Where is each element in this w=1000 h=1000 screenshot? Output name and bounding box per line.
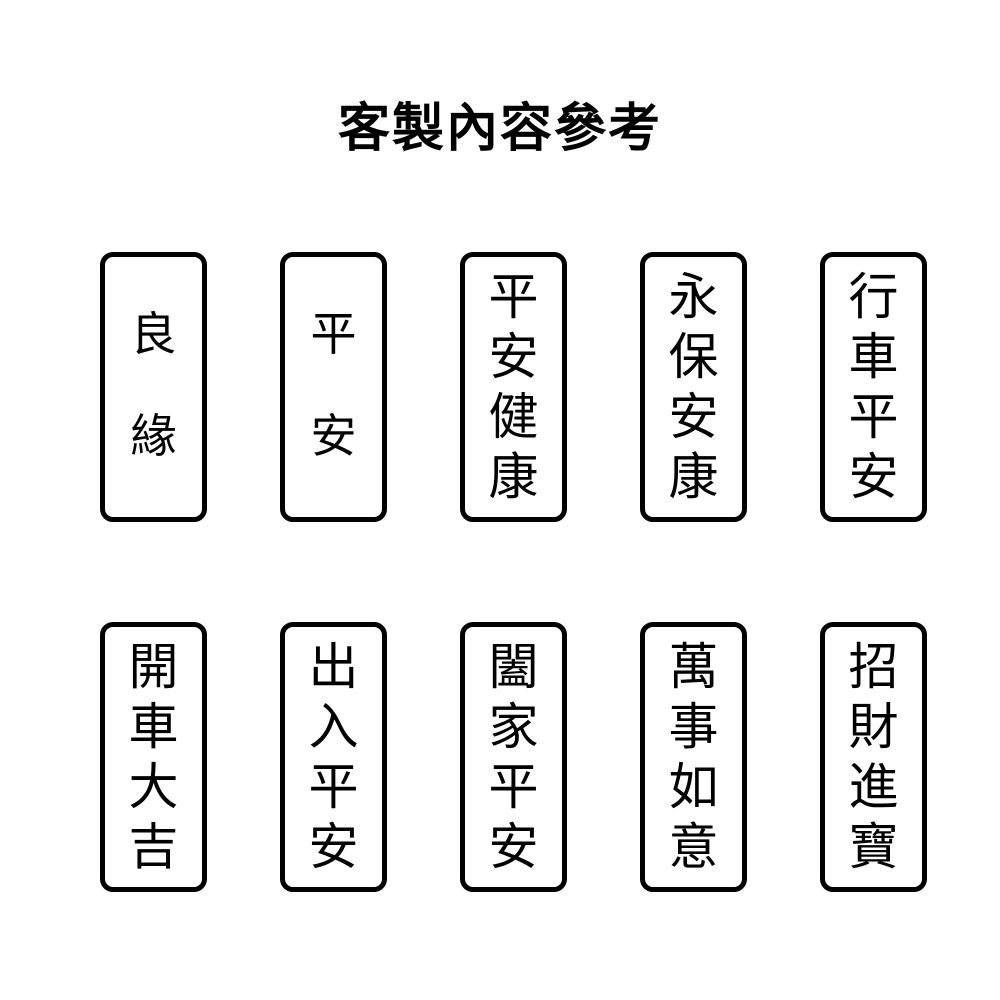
card-slot: 永 保 安 康 — [640, 252, 747, 522]
sample-card-zhao-cai-jin-bao[interactable]: 招 財 進 寶 — [820, 622, 927, 892]
card-char: 入 — [308, 699, 359, 755]
card-char: 家 — [488, 699, 539, 755]
sample-card-chu-ru-ping-an[interactable]: 出 入 平 安 — [280, 622, 387, 892]
sample-card-yong-bao-an-kang[interactable]: 永 保 安 康 — [640, 252, 747, 522]
card-char: 闔 — [488, 639, 539, 695]
card-char: 財 — [848, 699, 899, 755]
sample-card-he-jia-ping-an[interactable]: 闔 家 平 安 — [460, 622, 567, 892]
card-vertical-text: 永 保 安 康 — [645, 271, 742, 503]
card-char: 大 — [128, 759, 179, 815]
card-vertical-text: 闔 家 平 安 — [465, 641, 562, 873]
card-char: 吉 — [128, 819, 179, 875]
card-vertical-text: 出 入 平 安 — [285, 641, 382, 873]
card-char: 良 — [130, 309, 177, 360]
sample-card-liang-yuan[interactable]: 良 緣 — [100, 252, 207, 522]
card-slot: 良 緣 — [100, 252, 207, 522]
card-vertical-text: 萬 事 如 意 — [645, 641, 742, 873]
card-vertical-text: 開 車 大 吉 — [105, 641, 202, 873]
card-vertical-text: 行 車 平 安 — [825, 271, 922, 503]
card-slot: 平 安 健 康 — [460, 252, 567, 522]
card-char: 平 — [308, 759, 359, 815]
card-char: 康 — [488, 449, 539, 505]
card-char: 安 — [848, 449, 899, 505]
card-vertical-text: 平 安 — [285, 279, 382, 495]
sample-card-grid: 良 緣 平 安 平 安 健 — [100, 252, 927, 892]
card-char: 如 — [668, 759, 719, 815]
card-char: 安 — [488, 329, 539, 385]
sample-card-kai-che-da-ji[interactable]: 開 車 大 吉 — [100, 622, 207, 892]
card-slot: 開 車 大 吉 — [100, 622, 207, 892]
page-title: 客製內容參考 — [337, 99, 662, 159]
card-char: 平 — [488, 269, 539, 325]
card-char: 安 — [488, 819, 539, 875]
card-slot: 闔 家 平 安 — [460, 622, 567, 892]
card-char: 安 — [310, 411, 357, 462]
card-vertical-text: 良 緣 — [105, 279, 202, 495]
card-char: 緣 — [130, 411, 177, 462]
sample-card-ping-an-jian-kang[interactable]: 平 安 健 康 — [460, 252, 567, 522]
card-char: 安 — [668, 389, 719, 445]
card-row-1: 良 緣 平 安 平 安 健 — [100, 252, 927, 522]
card-char: 保 — [668, 329, 719, 385]
card-char: 康 — [668, 449, 719, 505]
card-char: 出 — [308, 639, 359, 695]
card-char: 平 — [848, 389, 899, 445]
card-char: 意 — [668, 819, 719, 875]
card-vertical-text: 平 安 健 康 — [465, 271, 562, 503]
card-vertical-text: 招 財 進 寶 — [825, 641, 922, 873]
card-char: 招 — [848, 639, 899, 695]
card-char: 萬 — [668, 639, 719, 695]
card-slot: 萬 事 如 意 — [640, 622, 747, 892]
card-char: 車 — [128, 699, 179, 755]
card-char: 永 — [668, 269, 719, 325]
card-char: 車 — [848, 329, 899, 385]
sample-card-xing-che-ping-an[interactable]: 行 車 平 安 — [820, 252, 927, 522]
card-slot: 出 入 平 安 — [280, 622, 387, 892]
sample-card-wan-shi-ru-yi[interactable]: 萬 事 如 意 — [640, 622, 747, 892]
card-char: 進 — [848, 759, 899, 815]
card-slot: 平 安 — [280, 252, 387, 522]
card-char: 事 — [668, 699, 719, 755]
card-char: 安 — [308, 819, 359, 875]
card-char: 平 — [310, 309, 357, 360]
card-char: 開 — [128, 639, 179, 695]
card-slot: 招 財 進 寶 — [820, 622, 927, 892]
card-char: 健 — [488, 389, 539, 445]
card-row-2: 開 車 大 吉 出 入 平 安 — [100, 622, 927, 892]
card-char: 寶 — [848, 819, 899, 875]
card-char: 平 — [488, 759, 539, 815]
card-slot: 行 車 平 安 — [820, 252, 927, 522]
sample-card-ping-an[interactable]: 平 安 — [280, 252, 387, 522]
card-char: 行 — [848, 269, 899, 325]
